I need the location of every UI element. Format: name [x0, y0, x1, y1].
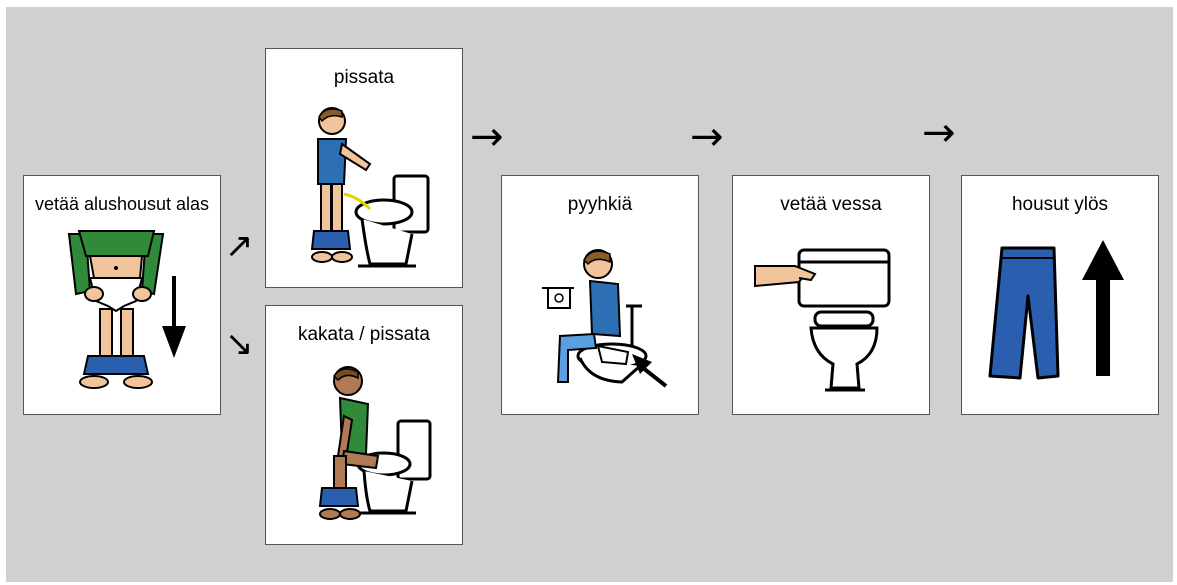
step-card-pants-up: housut ylös — [961, 175, 1159, 415]
arrow-up-right: ↗ — [225, 229, 254, 263]
arrow-right-1: → — [470, 117, 504, 157]
step-card-pull-down: vetää alushousut alas — [23, 175, 221, 415]
hand-flushing-toilet-icon — [733, 176, 931, 416]
step-card-flush: vetää vessa — [732, 175, 930, 415]
step-card-poop: kakata / pissata — [265, 305, 463, 545]
arrow-down-right: ↘ — [225, 327, 254, 361]
arrow-right-3: → — [922, 113, 956, 153]
step-card-wipe: pyyhkiä — [501, 175, 699, 415]
pants-with-up-arrow-icon — [962, 176, 1160, 416]
child-pulling-underwear-down-icon — [24, 176, 222, 416]
boy-peeing-standing-icon — [266, 49, 464, 289]
boy-wiping-with-paper-icon — [502, 176, 700, 416]
child-sitting-on-toilet-icon — [266, 306, 464, 546]
arrow-right-2: → — [690, 117, 724, 157]
sequence-board: vetää alushousut alas — [6, 7, 1173, 582]
step-card-pee: pissata — [265, 48, 463, 288]
